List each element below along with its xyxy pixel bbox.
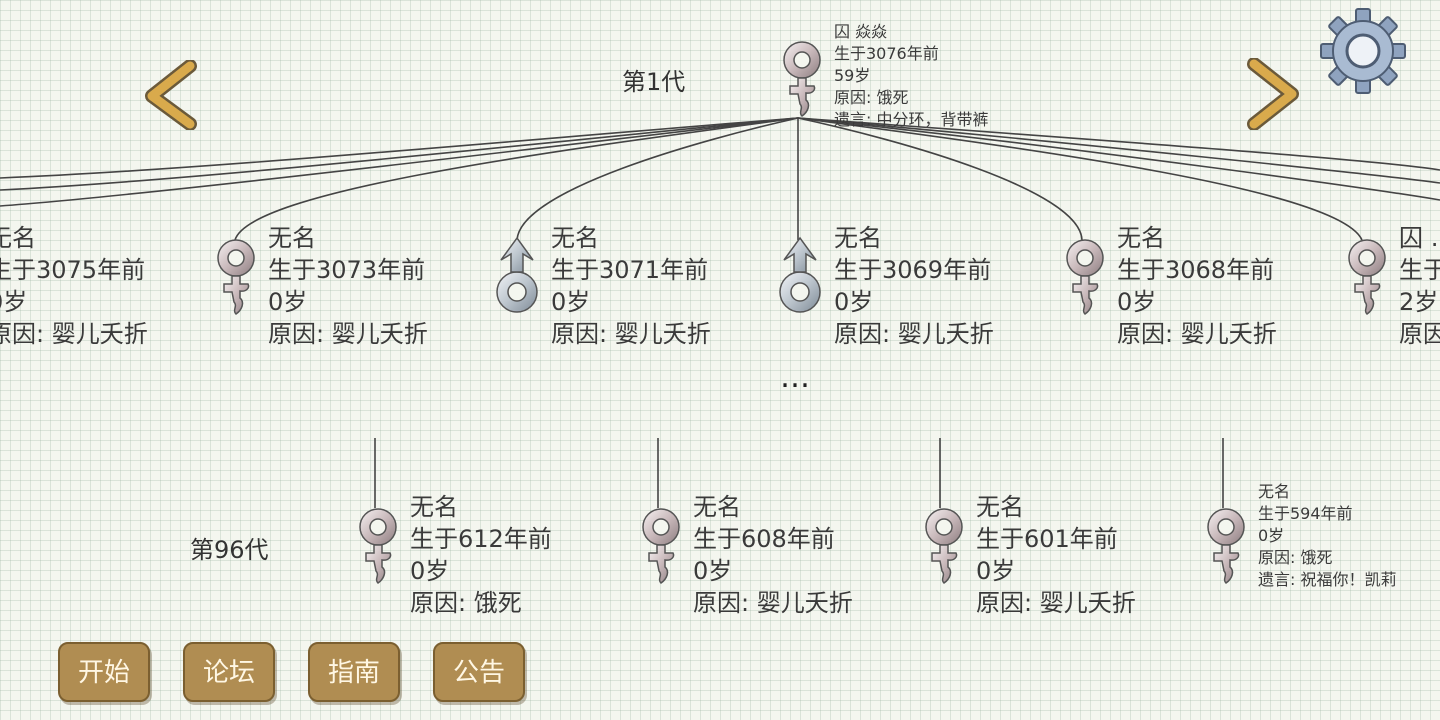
person-age: 59岁 — [834, 66, 871, 85]
person-name: 无名 — [551, 224, 599, 252]
person-name: 无名 — [1258, 482, 1291, 501]
female-symbol-icon — [1066, 239, 1104, 315]
person-death-cause: 原因: 婴儿夭折 — [268, 320, 428, 348]
settings-button[interactable] — [1318, 6, 1408, 100]
person-death-cause: 原因: 婴儿夭折 — [834, 320, 994, 348]
person-age: 0岁 — [268, 288, 308, 316]
person-birth: 生于594年前 — [1258, 504, 1353, 523]
person-age: 0岁 — [693, 557, 733, 585]
tree-line — [0, 117, 799, 207]
person-name: 囚 … — [1399, 224, 1440, 252]
person-info: 无名 生于3073年前 0岁 原因: 婴儿夭折 — [268, 222, 428, 350]
clipped-child-wrapper: 囚 … 生于… 2岁 原因… — [1300, 200, 1440, 360]
tree-line — [234, 117, 799, 241]
person-info: 囚 焱焱 生于3076年前 59岁 原因: 饿死 遗言: 中分环，背带裤 — [834, 21, 988, 131]
female-symbol-icon — [642, 508, 680, 584]
person-birth: 生于612年前 — [410, 525, 552, 553]
person-name: 无名 — [693, 493, 741, 521]
person-info: 无名 生于612年前 0岁 原因: 饿死 — [410, 491, 552, 619]
female-symbol-icon — [1207, 508, 1245, 584]
person-age: 2岁 — [1399, 288, 1439, 316]
start-button[interactable]: 开始 — [58, 642, 150, 702]
tree-line — [516, 117, 799, 241]
person-death-cause: 原因: 婴儿夭折 — [976, 589, 1136, 617]
generations-ellipsis: … — [780, 360, 812, 395]
person-death-cause: 原因: 婴儿夭折 — [1117, 320, 1277, 348]
person-death-cause: 原因: 婴儿夭折 — [693, 589, 853, 617]
person-death-cause: 原因: 饿死 — [1258, 548, 1333, 567]
person-birth: 生于608年前 — [693, 525, 835, 553]
person-name: 无名 — [0, 224, 36, 252]
person-death-cause: 原因: 婴儿夭折 — [551, 320, 711, 348]
next-generation-button[interactable] — [1244, 57, 1304, 134]
male-symbol-icon — [779, 237, 821, 313]
person-name: 无名 — [268, 224, 316, 252]
person-age: 0岁 — [0, 288, 28, 316]
tree-line — [0, 117, 799, 179]
person-name: 无名 — [1117, 224, 1165, 252]
person-death-cause: 原因: 饿死 — [834, 88, 909, 107]
person-info: 无名 生于608年前 0岁 原因: 婴儿夭折 — [693, 491, 853, 619]
person-age: 0岁 — [1117, 288, 1157, 316]
female-symbol-icon — [925, 508, 963, 584]
tree-line — [797, 117, 1440, 184]
person-birth: 生于3076年前 — [834, 44, 939, 63]
forum-button[interactable]: 论坛 — [183, 642, 275, 702]
person-death-cause: 原因: 婴儿夭折 — [0, 320, 148, 348]
tree-line — [797, 117, 1083, 241]
person-birth: 生于601年前 — [976, 525, 1118, 553]
female-symbol-icon — [217, 239, 255, 315]
clipped-descendant-wrapper: 无名 生于594年前 0岁 原因: 饿死 遗言: 祝福你！凯莉 — [1190, 470, 1440, 620]
person-age: 0岁 — [834, 288, 874, 316]
female-symbol-icon — [1348, 239, 1386, 315]
person-info: 无名 生于601年前 0岁 原因: 婴儿夭折 — [976, 491, 1136, 619]
person-birth: 生于… — [1399, 256, 1440, 284]
female-symbol-icon — [359, 508, 397, 584]
person-death-cause: 原因… — [1399, 320, 1440, 348]
guide-button[interactable]: 指南 — [308, 642, 400, 702]
gear-icon — [1320, 8, 1406, 94]
person-name: 无名 — [834, 224, 882, 252]
person-name: 无名 — [976, 493, 1024, 521]
tree-line — [0, 117, 799, 191]
person-info: 囚 … 生于… 2岁 原因… — [1399, 222, 1440, 350]
male-symbol-icon — [496, 237, 538, 313]
person-birth: 生于3071年前 — [551, 256, 709, 284]
person-last-words: 遗言: 祝福你！凯莉 — [1258, 570, 1397, 589]
chevron-right-icon — [1247, 57, 1299, 131]
tree-line — [797, 117, 1440, 201]
announcement-button[interactable]: 公告 — [433, 642, 525, 702]
person-birth: 生于3068年前 — [1117, 256, 1275, 284]
person-age: 0岁 — [1258, 526, 1285, 545]
person-name: 无名 — [410, 493, 458, 521]
generation-label: 第1代 — [622, 68, 686, 96]
person-birth: 生于3073年前 — [268, 256, 426, 284]
person-age: 0岁 — [551, 288, 591, 316]
person-info: 无名 生于3071年前 0岁 原因: 婴儿夭折 — [551, 222, 711, 350]
person-age: 0岁 — [410, 557, 450, 585]
person-death-cause: 原因: 饿死 — [410, 589, 522, 617]
person-birth: 生于3069年前 — [834, 256, 992, 284]
prev-generation-button[interactable] — [140, 59, 200, 134]
person-last-words: 遗言: 中分环，背带裤 — [834, 110, 989, 129]
person-info: 无名 生于3069年前 0岁 原因: 婴儿夭折 — [834, 222, 994, 350]
person-info: 无名 生于594年前 0岁 原因: 饿死 遗言: 祝福你！凯莉 — [1258, 481, 1396, 591]
person-age: 0岁 — [976, 557, 1016, 585]
chevron-left-icon — [145, 59, 197, 131]
generation-label: 第96代 — [190, 536, 269, 564]
person-birth: 生于3075年前 — [0, 256, 146, 284]
tree-line — [797, 117, 1440, 171]
person-info: 无名 生于3075年前 0岁 原因: 婴儿夭折 — [0, 222, 148, 350]
tree-line — [797, 117, 1363, 241]
person-info: 无名 生于3068年前 0岁 原因: 婴儿夭折 — [1117, 222, 1277, 350]
female-symbol-icon — [783, 41, 821, 117]
person-name: 囚 焱焱 — [834, 22, 888, 41]
